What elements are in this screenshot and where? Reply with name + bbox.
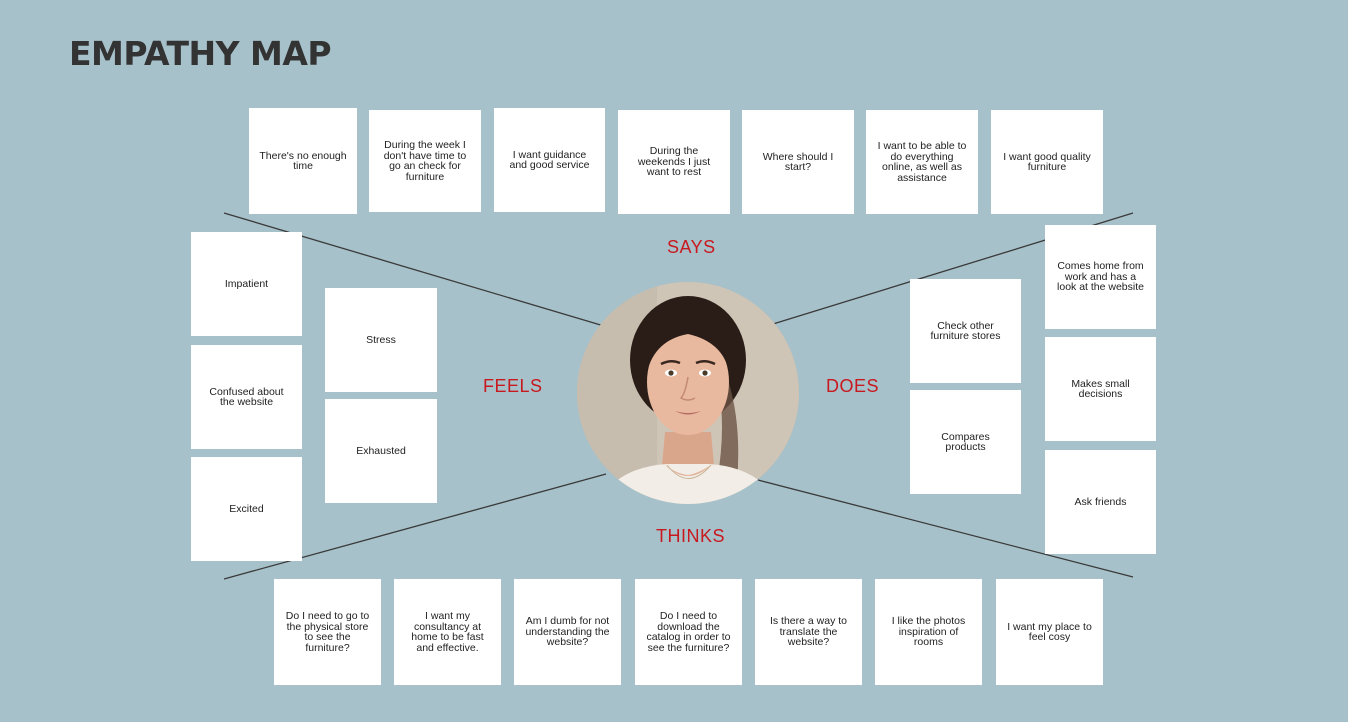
does-note[interactable]: Check other furniture stores xyxy=(910,279,1021,383)
thinks-note[interactable]: Do I need to download the catalog in ord… xyxy=(635,579,742,685)
does-label: DOES xyxy=(826,376,880,396)
says-note[interactable]: I want good quality furniture xyxy=(991,110,1103,214)
says-note[interactable]: There's no enough time xyxy=(249,108,357,214)
feels-note[interactable]: Exhausted xyxy=(325,399,437,503)
says-note[interactable]: Where should I start? xyxy=(742,110,854,214)
divider-line-bottom-left xyxy=(223,473,607,580)
thinks-note[interactable]: I want my place to feel cosy xyxy=(996,579,1103,685)
feels-note[interactable]: Impatient xyxy=(191,232,302,336)
says-note[interactable]: I want guidance and good service xyxy=(494,108,605,212)
divider-line-bottom-right xyxy=(757,479,1134,578)
feels-note[interactable]: Confused about the website xyxy=(191,345,302,449)
feels-note[interactable]: Excited xyxy=(191,457,302,561)
page-title: EMPATHY MAP xyxy=(69,34,332,73)
thinks-note[interactable]: I want my consultancy at home to be fast… xyxy=(394,579,501,685)
says-label: SAYS xyxy=(667,237,716,257)
feels-note[interactable]: Stress xyxy=(325,288,437,392)
says-note[interactable]: During the weekends I just want to rest xyxy=(618,110,730,214)
does-note[interactable]: Makes small decisions xyxy=(1045,337,1156,441)
persona-photo xyxy=(577,282,799,504)
thinks-note[interactable]: Am I dumb for not understanding the webs… xyxy=(514,579,621,685)
persona-avatar xyxy=(577,282,799,504)
feels-label: FEELS xyxy=(483,376,543,396)
thinks-note[interactable]: Do I need to go to the physical store to… xyxy=(274,579,381,685)
thinks-note[interactable]: Is there a way to translate the website? xyxy=(755,579,862,685)
divider-line-top-left xyxy=(223,212,605,327)
does-note[interactable]: Comes home from work and has a look at t… xyxy=(1045,225,1156,329)
thinks-label: THINKS xyxy=(656,526,726,546)
says-note[interactable]: During the week I don't have time to go … xyxy=(369,110,481,212)
thinks-note[interactable]: I like the photos inspiration of rooms xyxy=(875,579,982,685)
does-note[interactable]: Compares products xyxy=(910,390,1021,494)
does-note[interactable]: Ask friends xyxy=(1045,450,1156,554)
says-note[interactable]: I want to be able to do everything onlin… xyxy=(866,110,978,214)
